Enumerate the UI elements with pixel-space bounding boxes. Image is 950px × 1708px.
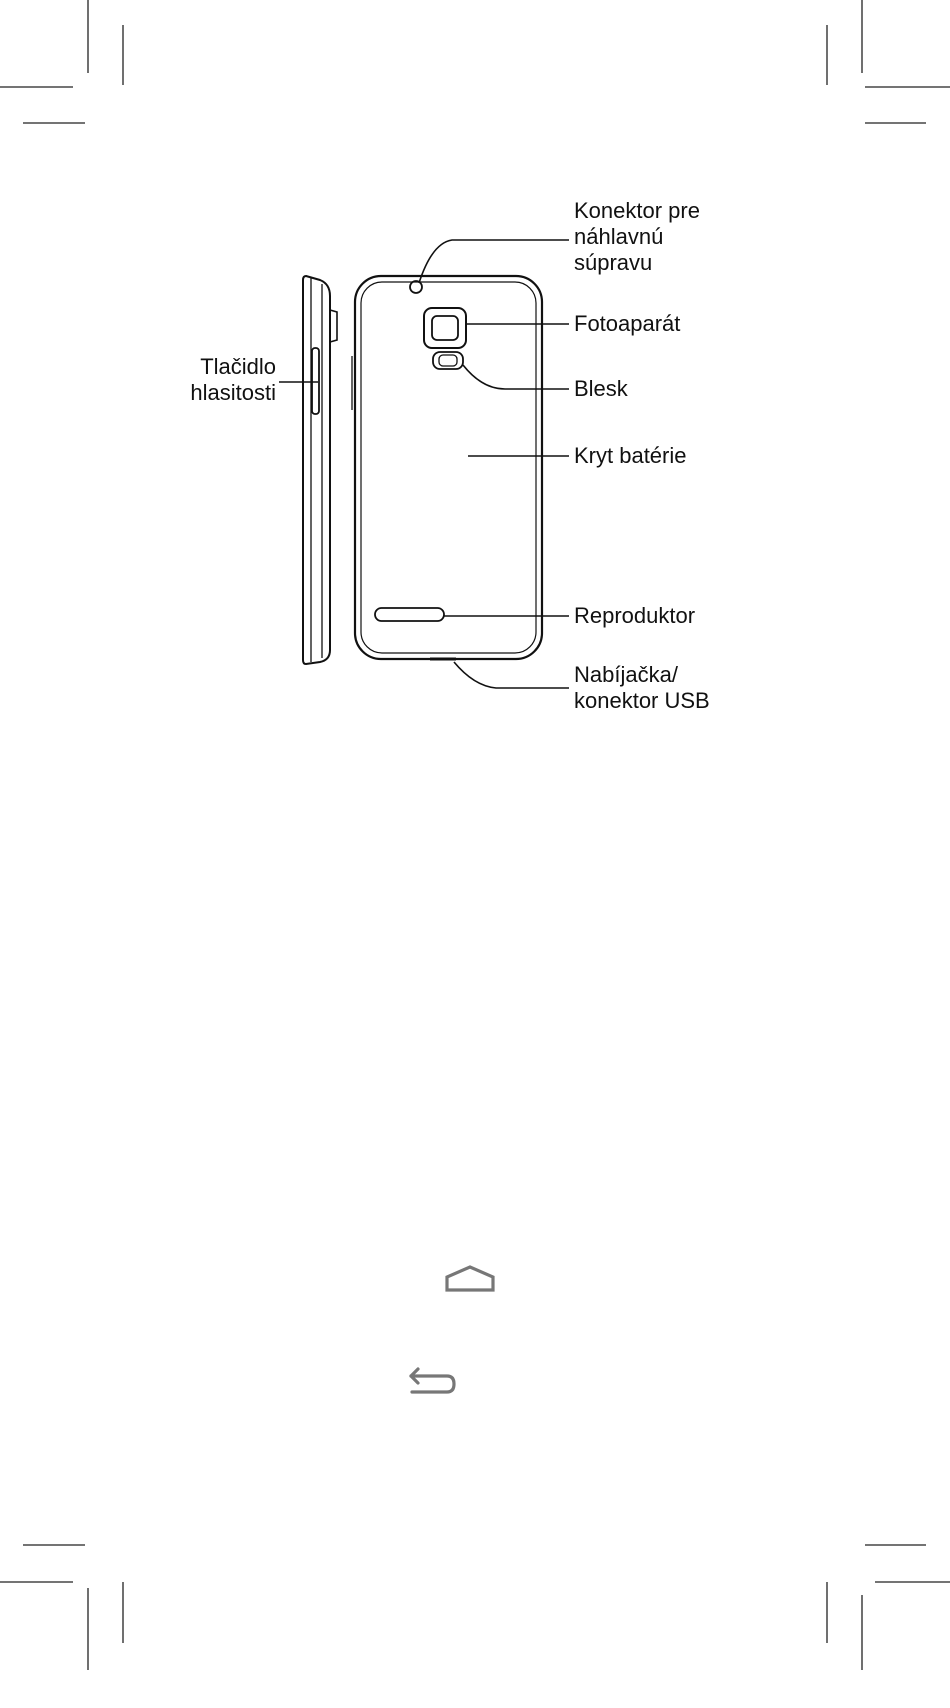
label-charger-usb: Nabíjačka/ konektor USB xyxy=(574,662,710,714)
label-speaker: Reproduktor xyxy=(574,603,695,629)
label-flash: Blesk xyxy=(574,376,628,402)
headset-jack-shape xyxy=(410,281,422,293)
crop-marks xyxy=(0,0,950,1670)
volume-button-shape xyxy=(312,348,319,414)
home-icon xyxy=(447,1267,493,1290)
label-camera: Fotoaparát xyxy=(574,311,680,337)
speaker-shape xyxy=(375,608,444,621)
phone-back-view xyxy=(355,276,542,659)
label-headset-jack: Konektor pre náhlavnú súpravu xyxy=(574,198,700,276)
leader-flash xyxy=(463,365,569,389)
phone-side-view xyxy=(303,276,352,664)
label-volume-button: Tlačidlo hlasitosti xyxy=(176,354,276,406)
label-battery-cover: Kryt batérie xyxy=(574,443,687,469)
camera-shape xyxy=(424,308,466,348)
leader-charger-usb xyxy=(454,662,569,688)
back-icon xyxy=(411,1369,454,1392)
